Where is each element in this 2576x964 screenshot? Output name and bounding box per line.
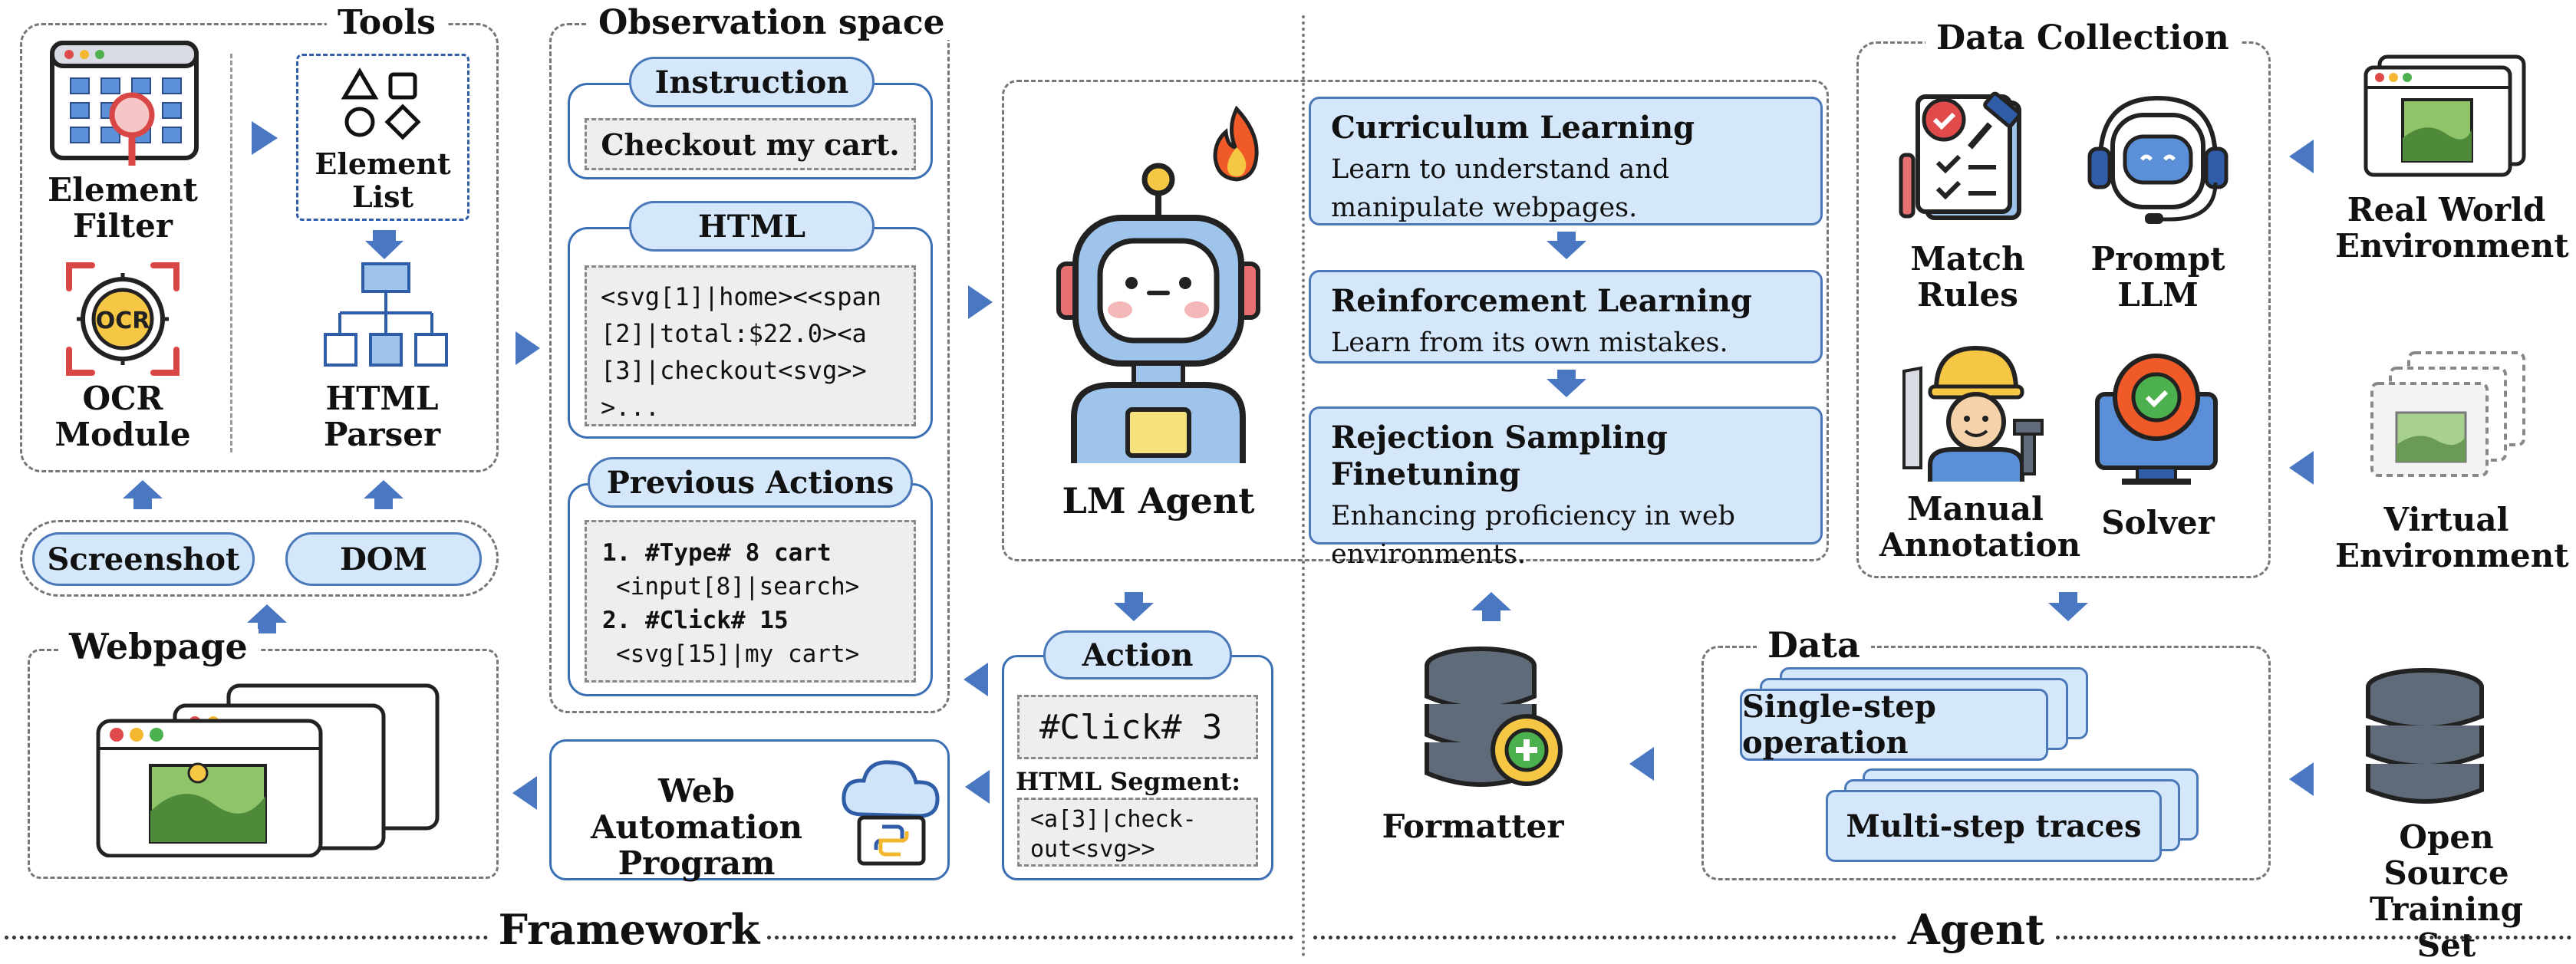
database-icon: [2360, 666, 2490, 807]
data-title: Data: [1757, 627, 1871, 663]
instruction-pill: Instruction: [629, 57, 875, 107]
formatter-label: Formatter: [1382, 808, 1564, 845]
agent-line-right: [2056, 936, 2571, 939]
ocr-module-label: OCR Module: [54, 380, 191, 454]
multi-step-traces: Multi-step traces: [1826, 790, 2162, 862]
reinforcement-learning-box: Reinforcement Learning Learn from its ow…: [1309, 270, 1823, 364]
prev-action-line: <input[8]|search>: [616, 573, 860, 601]
checklist-gavel-icon: [1896, 86, 2034, 232]
single-step-operation: Single-step operation: [1740, 689, 2048, 761]
previous-actions-pill: Previous Actions: [588, 457, 913, 508]
framework-line-left: [5, 936, 488, 939]
gear-monitor-icon: [2091, 348, 2222, 486]
prev-action-line: <svg[15]|my cart>: [616, 640, 860, 669]
curriculum-learning-box: Curriculum Learning Learn to understand …: [1309, 97, 1823, 225]
arrow-open-source-to-data: [2289, 762, 2314, 796]
arrow-filter-to-list: [252, 121, 278, 155]
html-pill: HTML: [629, 201, 875, 252]
element-list-icon: [341, 67, 421, 140]
rejection-sampling-title: Rejection Sampling Finetuning: [1331, 419, 1668, 492]
reinforcement-learning-title: Reinforcement Learning: [1331, 283, 1752, 319]
section-divider: [1302, 15, 1305, 957]
real-world-window-icon: [2357, 52, 2530, 183]
robot-icon: [1043, 156, 1273, 471]
rejection-sampling-box: Rejection Sampling Finetuning Enhancing …: [1309, 406, 1823, 570]
curriculum-learning-title: Curriculum Learning: [1331, 110, 1695, 146]
screenshot-pill: Screenshot: [32, 532, 255, 586]
html-segment-code: <a[3]|check- out<svg>>: [1017, 798, 1258, 867]
tools-title: Tools: [327, 6, 446, 40]
engineer-icon: [1899, 336, 2045, 482]
virtual-window-icon: [2363, 348, 2528, 486]
svg-text:OCR: OCR: [96, 308, 150, 334]
headset-robot-icon: [2085, 83, 2231, 229]
cloud-python-icon: [839, 755, 942, 868]
html-parser-label: HTML Parser: [323, 380, 441, 454]
lm-agent-label: LM Agent: [1062, 480, 1255, 521]
arrow-list-to-parser: [365, 230, 404, 259]
match-rules-label: Match Rules: [1910, 240, 2025, 314]
element-list-box: Element List: [296, 54, 469, 221]
arrow-rl-to-rsf: [1547, 370, 1586, 397]
webpage-panel: [28, 649, 499, 879]
agent-panel: [1002, 80, 1829, 561]
solver-label: Solver: [2101, 504, 2215, 541]
arrow-observation-to-agent: [968, 285, 993, 319]
element-list-label: Element List: [315, 146, 451, 214]
arrow-action-to-automation: [965, 770, 990, 804]
data-panel: [1701, 646, 2271, 880]
rejection-sampling-desc: Enhancing proficiency in web environment…: [1331, 501, 1735, 570]
prompt-llm-label: Prompt LLM: [2090, 240, 2225, 314]
html-parser-icon: [321, 258, 451, 380]
tools-panel: [20, 23, 499, 472]
arrow-agent-to-action: [1114, 592, 1154, 621]
framework-section-label: Framework: [498, 905, 760, 954]
tools-divider: [230, 54, 232, 452]
arrow-formatter-up: [1471, 592, 1511, 621]
arrow-virtual-to-collection: [2289, 451, 2314, 485]
element-filter-icon: [48, 38, 201, 169]
manual-annotation-label: Manual Annotation: [1879, 490, 2081, 564]
reinforcement-learning-desc: Learn from its own mistakes.: [1331, 327, 1728, 358]
prev-action-line: 1. #Type# 8 cart: [602, 539, 832, 567]
action-code: #Click# 3: [1017, 695, 1258, 759]
fire-icon: [1204, 105, 1269, 183]
instruction-text: Checkout my cart.: [585, 118, 916, 170]
action-pill: Action: [1043, 630, 1232, 679]
arrow-screenshot-up: [123, 480, 163, 509]
real-world-label: Real World Environment: [2335, 191, 2569, 265]
automation-label: Web Automation Program: [590, 772, 803, 883]
database-gear-icon: [1419, 643, 1573, 796]
arrow-automation-to-webpage: [512, 776, 537, 810]
dom-pill: DOM: [285, 532, 482, 586]
html-code: <svg[1]|home><<span[2]|total:$22.0><a[3]…: [585, 265, 916, 426]
html-segment-label: HTML Segment:: [1016, 767, 1241, 796]
arrow-real-to-collection: [2289, 140, 2314, 173]
ocr-icon: OCR: [61, 258, 184, 380]
prev-action-line: 2. #Click# 15: [602, 607, 789, 635]
agent-line-left: [1313, 936, 1896, 939]
arrow-collection-to-data: [2048, 592, 2088, 621]
virtual-label: Virtual Environment: [2335, 501, 2569, 575]
arrow-curriculum-to-rl: [1547, 232, 1586, 259]
arrow-tools-to-observation: [516, 331, 540, 365]
agent-section-label: Agent: [1907, 905, 2045, 954]
arrow-action-to-observation: [964, 663, 988, 696]
arrow-data-to-formatter: [1629, 747, 1654, 781]
element-filter-label: Element Filter: [48, 171, 198, 245]
inputs-panel: [20, 520, 499, 597]
curriculum-learning-desc: Learn to understand and manipulate webpa…: [1331, 154, 1670, 223]
arrow-webpage-up: [247, 604, 287, 633]
open-source-label: Open Source Training Set: [2370, 818, 2523, 964]
arrow-dom-up: [364, 480, 404, 509]
webpage-title: Webpage: [58, 629, 259, 664]
data-collection-title: Data Collection: [1925, 21, 2240, 55]
browser-window-icon: [91, 681, 443, 858]
previous-actions-code: 1. #Type# 8 cart <input[8]|search> 2. #C…: [585, 520, 916, 683]
observation-title: Observation space: [588, 6, 956, 40]
framework-line-right: [767, 936, 1293, 939]
